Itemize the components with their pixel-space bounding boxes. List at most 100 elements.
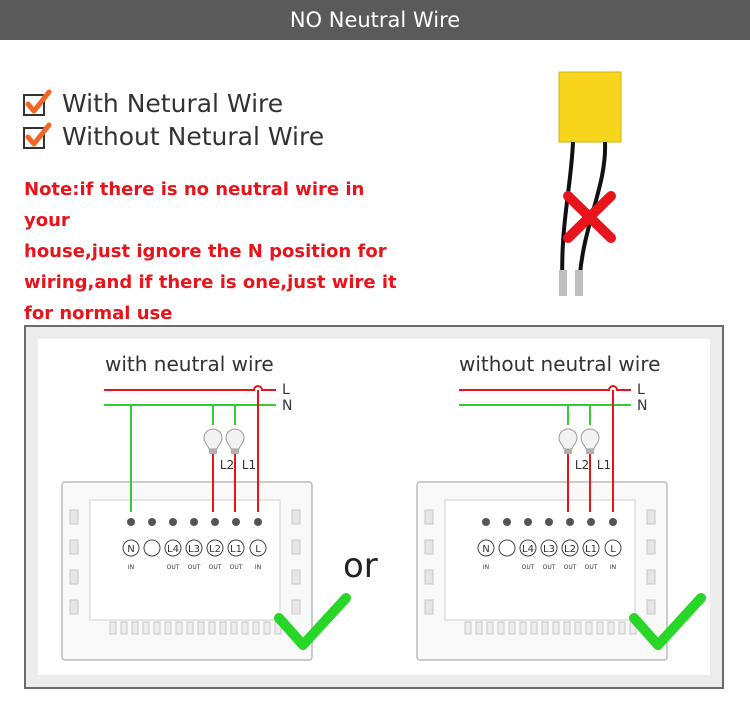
plate-tab bbox=[291, 569, 301, 585]
ok-check-icon bbox=[274, 593, 351, 650]
terminal-sub-label: OUT bbox=[188, 564, 201, 571]
diagram-title: without neutral wire bbox=[459, 352, 661, 376]
separator-text: or bbox=[343, 546, 378, 586]
terminal-label: L2 bbox=[209, 544, 221, 555]
plate-tooth bbox=[153, 621, 161, 635]
terminal-sub-label: OUT bbox=[543, 564, 556, 571]
terminal-marker bbox=[477, 539, 495, 557]
plate-tab bbox=[291, 509, 301, 525]
plate-tooth bbox=[109, 621, 117, 635]
terminal-marker bbox=[561, 539, 579, 557]
plate-tooth bbox=[241, 621, 249, 635]
plate-tooth bbox=[618, 621, 626, 635]
plate-tab bbox=[424, 539, 434, 555]
terminal-screw bbox=[566, 518, 574, 526]
plate-tab bbox=[646, 569, 656, 585]
bulb-base bbox=[586, 449, 594, 454]
bulb-icon bbox=[580, 428, 600, 450]
terminal-marker bbox=[582, 539, 600, 557]
plate-tooth bbox=[475, 621, 483, 635]
plate-tooth bbox=[230, 621, 238, 635]
wiring-note: Note:if there is no neutral wire in your… bbox=[24, 179, 397, 324]
plate-tooth bbox=[252, 621, 260, 635]
header-bar: NO Neutral Wire bbox=[0, 0, 750, 40]
terminal-label: L1 bbox=[230, 544, 242, 555]
lamp-label: L1 bbox=[597, 458, 611, 472]
feature-with-neutral: With Netural Wire bbox=[22, 86, 283, 120]
plate-tooth bbox=[164, 621, 172, 635]
plate-tooth bbox=[607, 621, 615, 635]
plate-tooth bbox=[563, 621, 571, 635]
terminal-screw bbox=[587, 518, 595, 526]
switch-module bbox=[444, 499, 636, 621]
checkmark-icon bbox=[23, 122, 52, 149]
plate-tab bbox=[424, 569, 434, 585]
terminal-label: L4 bbox=[522, 544, 534, 555]
terminal-label: L3 bbox=[543, 544, 555, 555]
plate-tooth bbox=[219, 621, 227, 635]
plate-tooth bbox=[574, 621, 582, 635]
terminal-screw bbox=[232, 518, 240, 526]
terminal-sub-label: OUT bbox=[585, 564, 598, 571]
plate-tooth bbox=[596, 621, 604, 635]
terminal-marker bbox=[206, 539, 224, 557]
plate-tooth bbox=[585, 621, 593, 635]
checkmark-icon bbox=[23, 89, 52, 116]
terminal-screw bbox=[254, 518, 262, 526]
terminal-marker bbox=[519, 539, 537, 557]
plate-tab bbox=[291, 539, 301, 555]
plate-tab bbox=[646, 539, 656, 555]
terminal-label: N bbox=[482, 544, 489, 555]
terminal-screw bbox=[190, 518, 198, 526]
terminal-label: N bbox=[127, 544, 134, 555]
plate-tooth bbox=[120, 621, 128, 635]
bulb-base bbox=[209, 449, 217, 454]
terminal-screw bbox=[545, 518, 553, 526]
live-wire bbox=[459, 385, 631, 391]
terminal-sub-label: IN bbox=[128, 564, 134, 571]
terminal-sub-label: IN bbox=[483, 564, 489, 571]
header-title: NO Neutral Wire bbox=[289, 8, 461, 32]
terminal-label: L3 bbox=[188, 544, 200, 555]
feature-label: With Netural Wire bbox=[62, 88, 284, 118]
plate-tab bbox=[69, 599, 79, 615]
terminal-marker bbox=[185, 539, 203, 557]
plate-tooth bbox=[552, 621, 560, 635]
terminal-sub-label: OUT bbox=[167, 564, 180, 571]
plate-tooth bbox=[175, 621, 183, 635]
terminal-screw bbox=[169, 518, 177, 526]
terminal-label: L bbox=[610, 544, 616, 555]
plate-tooth bbox=[197, 621, 205, 635]
terminal-screw bbox=[524, 518, 532, 526]
terminal-screw bbox=[211, 518, 219, 526]
terminal-sub-label: OUT bbox=[522, 564, 535, 571]
terminal-marker bbox=[249, 539, 267, 557]
terminal-marker bbox=[604, 539, 622, 557]
terminal-marker bbox=[227, 539, 245, 557]
bulb-icon bbox=[225, 428, 245, 450]
plate-tooth bbox=[142, 621, 150, 635]
plate-tooth bbox=[131, 621, 139, 635]
lamp-label: L2 bbox=[575, 458, 589, 472]
line-label-n: N bbox=[282, 398, 292, 414]
terminal-marker bbox=[540, 539, 558, 557]
live-wire bbox=[104, 385, 276, 391]
plate-tooth bbox=[519, 621, 527, 635]
plate-tab bbox=[291, 599, 301, 615]
switch-module bbox=[89, 499, 281, 621]
plate-tooth bbox=[464, 621, 472, 635]
plate-tooth bbox=[263, 621, 271, 635]
plate-tab bbox=[646, 599, 656, 615]
bulb-base bbox=[231, 449, 239, 454]
terminal-marker bbox=[498, 539, 516, 557]
terminal-label: L1 bbox=[585, 544, 597, 555]
plate-tooth bbox=[186, 621, 194, 635]
bulb-base bbox=[564, 449, 572, 454]
plate-tooth bbox=[508, 621, 516, 635]
plate-tab bbox=[424, 509, 434, 525]
plate-tab bbox=[69, 509, 79, 525]
terminal-marker bbox=[164, 539, 182, 557]
